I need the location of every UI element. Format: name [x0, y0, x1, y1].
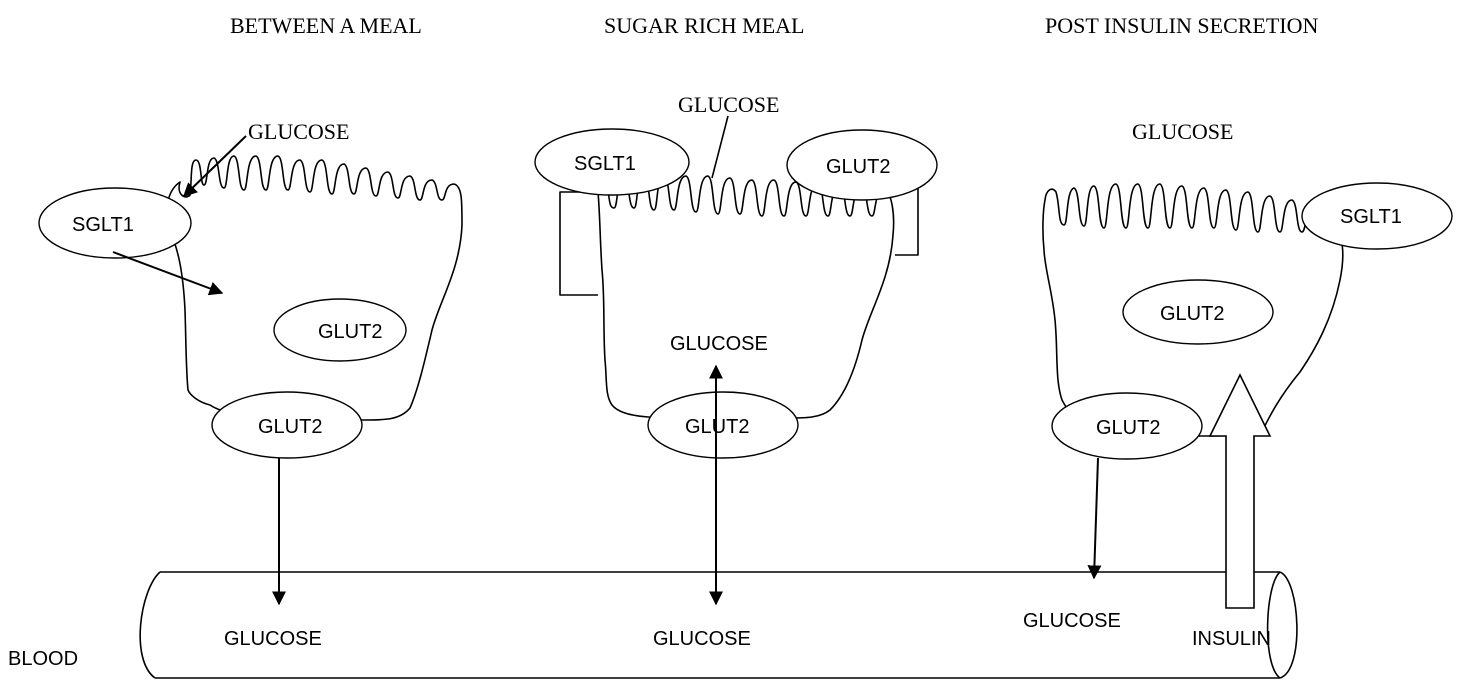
panel1-blood-glucose: GLUCOSE [224, 628, 322, 650]
panel1-glucose-top: GLUCOSE [248, 119, 349, 144]
panel1-glut2-base-label: GLUT2 [258, 416, 322, 438]
panel2-title: SUGAR RICH MEAL [604, 13, 804, 38]
panel1-sglt1-arrow [113, 252, 222, 293]
panel2-glucose-pointer [712, 116, 728, 178]
panel1-glut2-inner-label: GLUT2 [318, 321, 382, 343]
insulin-label: INSULIN [1192, 628, 1271, 650]
panel3-glut2-inner-label: GLUT2 [1160, 303, 1224, 325]
panel3-title: POST INSULIN SECRETION [1045, 13, 1319, 38]
panel2-glucose-top: GLUCOSE [678, 92, 779, 117]
panel1-title: BETWEEN A MEAL [230, 13, 422, 38]
panel3-efflux-arrow [1094, 458, 1098, 578]
insulin-signal-arrow [1210, 375, 1270, 608]
panel3-blood-glucose: GLUCOSE [1023, 610, 1121, 632]
panel3-sglt1-label: SGLT1 [1340, 206, 1402, 228]
panel1-glucose-entry-arrow [184, 136, 246, 196]
panel2-glucose-inner: GLUCOSE [670, 333, 768, 355]
panel2-sglt1-label: SGLT1 [574, 153, 636, 175]
panel1-sglt1-label: SGLT1 [72, 214, 134, 236]
panel2-glut2-base-label: GLUT2 [685, 416, 749, 438]
blood-label: BLOOD [8, 648, 78, 670]
panel3-glut2-base-label: GLUT2 [1096, 417, 1160, 439]
blood-vessel [140, 572, 1297, 678]
panel3-glucose-top: GLUCOSE [1132, 119, 1233, 144]
panel2-cell [560, 175, 918, 418]
panel2-glut2-apical-label: GLUT2 [826, 156, 890, 178]
panel2-blood-glucose: GLUCOSE [653, 628, 751, 650]
